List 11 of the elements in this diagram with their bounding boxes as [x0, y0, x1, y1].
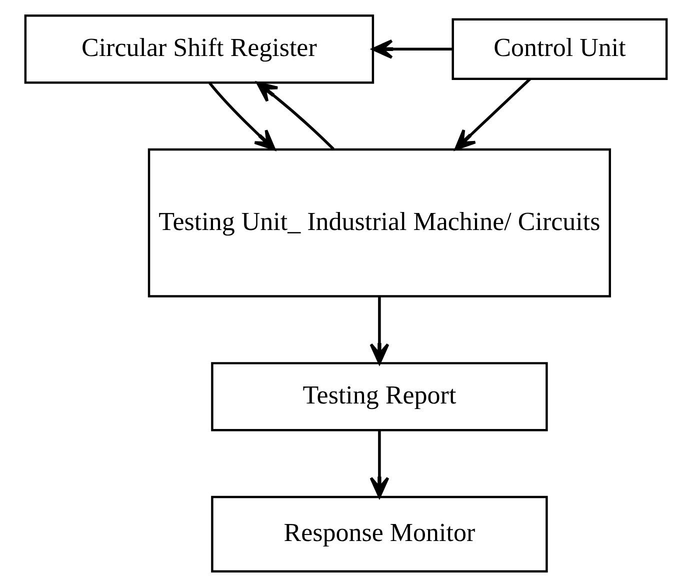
arrow — [370, 430, 390, 498]
arrow — [372, 39, 453, 59]
node-box: Circular Shift Register — [24, 14, 374, 84]
arrow — [208, 82, 276, 150]
node-box: Testing Unit_ Industrial Machine/ Circuits — [148, 148, 611, 298]
arrow — [454, 78, 531, 150]
node-box: Response Monitor — [211, 496, 548, 572]
arrow — [256, 82, 334, 150]
node-box: Control Unit — [452, 18, 668, 80]
node-box: Testing Report — [211, 362, 548, 432]
arrow — [370, 296, 390, 364]
